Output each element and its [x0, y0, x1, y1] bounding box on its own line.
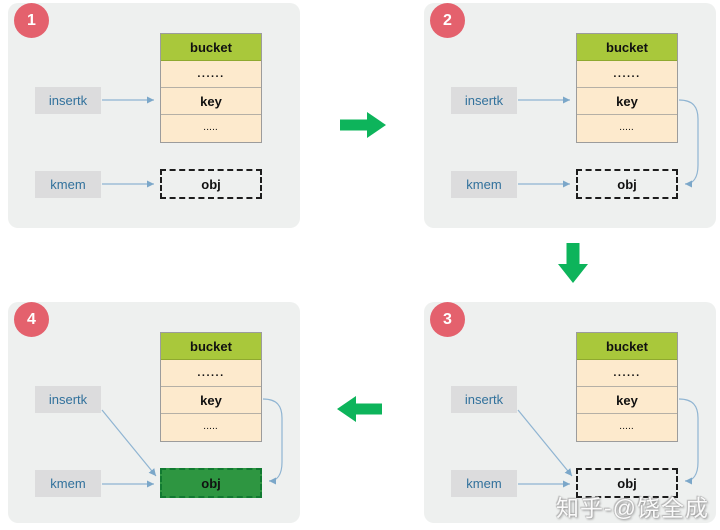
- insertk-label: insertk: [451, 386, 517, 413]
- table-row-small-dots: .....: [619, 424, 635, 431]
- kmem-label: kmem: [451, 171, 517, 198]
- step-badge: 4: [14, 302, 49, 337]
- bucket-table: bucket ...... key .....: [160, 33, 262, 143]
- flow-arrow-right-icon: [340, 112, 386, 138]
- key-to-obj-curve-arrow: [678, 398, 699, 485]
- bucket-table: bucket ...... key .....: [160, 332, 262, 442]
- insertk-to-obj-arrow: [517, 409, 573, 477]
- zhihu-watermark: 知乎-@饶全成: [556, 495, 710, 521]
- obj-box: obj: [160, 169, 262, 199]
- insertk-label: insertk: [35, 87, 101, 114]
- bucket-table: bucket ...... key .....: [576, 332, 678, 442]
- table-row-dots: ......: [577, 61, 677, 88]
- obj-box: obj: [576, 468, 678, 498]
- key-to-obj-curve-arrow: [262, 398, 283, 485]
- panel-step-1: 1 insertk kmem bucket ...... key ..... o…: [8, 3, 300, 228]
- panel-step-2: 2 insertk kmem bucket ...... key ..... o…: [424, 3, 716, 228]
- flow-arrow-left-icon: [337, 396, 382, 422]
- connector-arrows: [517, 398, 699, 488]
- connector-arrows: [518, 96, 699, 188]
- obj-box-allocated: obj: [160, 468, 262, 498]
- step-badge: 1: [14, 3, 49, 38]
- table-row-key: key: [577, 88, 677, 115]
- insertk-label: insertk: [451, 87, 517, 114]
- kmem-label: kmem: [35, 171, 101, 198]
- insertk-to-obj-arrow: [101, 409, 157, 477]
- bucket-header-cell: bucket: [161, 34, 261, 61]
- step-badge: 3: [430, 302, 465, 337]
- table-row-dots: ......: [577, 360, 677, 387]
- obj-box: obj: [576, 169, 678, 199]
- kmem-label: kmem: [35, 470, 101, 497]
- step-badge: 2: [430, 3, 465, 38]
- bucket-table: bucket ...... key .....: [576, 33, 678, 143]
- bucket-header-cell: bucket: [161, 333, 261, 360]
- table-row-small-dots: .....: [203, 424, 219, 431]
- connector-arrows: [102, 96, 154, 188]
- kmem-label: kmem: [451, 470, 517, 497]
- table-row-key: key: [161, 88, 261, 115]
- table-row-dots: ......: [161, 61, 261, 88]
- table-row-small-dots: .....: [619, 125, 635, 132]
- table-row-small-dots: .....: [203, 125, 219, 132]
- connector-arrows: [101, 398, 283, 488]
- panel-step-3: 3 insertk kmem bucket ...... key ..... o…: [424, 302, 716, 523]
- insertk-label: insertk: [35, 386, 101, 413]
- bucket-header-cell: bucket: [577, 333, 677, 360]
- table-row-dots: ......: [161, 360, 261, 387]
- bucket-header-cell: bucket: [577, 34, 677, 61]
- table-row-key: key: [161, 387, 261, 414]
- panel-step-4: 4 insertk kmem bucket ...... key ..... o…: [8, 302, 300, 523]
- flow-arrow-down-icon: [558, 243, 588, 283]
- key-to-obj-curve-arrow: [678, 99, 699, 188]
- table-row-key: key: [577, 387, 677, 414]
